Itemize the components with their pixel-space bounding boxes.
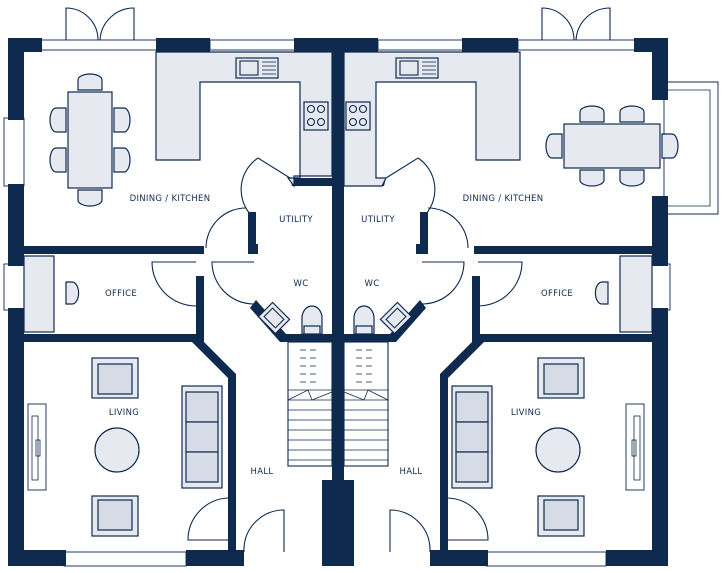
doors xyxy=(151,157,523,552)
left-dining-kitchen-label: DINING / KITCHEN xyxy=(130,194,211,204)
left-living-furniture xyxy=(31,357,223,537)
left-coffee-table xyxy=(94,427,140,473)
top-left-window xyxy=(39,39,159,51)
top-left-mid-window xyxy=(209,39,296,51)
right-wc-fixtures xyxy=(353,301,413,335)
windows xyxy=(3,39,719,567)
right-dining-kitchen-label: DINING / KITCHEN xyxy=(463,194,544,204)
left-dining-table xyxy=(49,73,131,207)
right-bay-window xyxy=(663,81,719,215)
left-office-desk xyxy=(23,255,80,333)
right-hob-icon xyxy=(345,101,371,131)
right-living-furniture xyxy=(451,357,641,537)
left-living-window xyxy=(27,403,47,491)
right-stairs xyxy=(343,341,389,467)
left-hall-label: HALL xyxy=(251,467,274,477)
right-wc-label: WC xyxy=(365,279,380,289)
left-tv-unit xyxy=(31,415,41,481)
right-tv-unit xyxy=(631,415,641,481)
room-labels: DINING / KITCHEN UTILITY WC OFFICE LIVIN… xyxy=(105,194,573,477)
right-kitchen-counter xyxy=(343,51,521,187)
left-office-label: OFFICE xyxy=(105,289,137,299)
french-doors xyxy=(65,7,611,41)
right-utility-label: UTILITY xyxy=(361,215,395,225)
left-wc-fixtures xyxy=(257,301,323,335)
right-living-label: LIVING xyxy=(511,408,541,418)
left-living-label: LIVING xyxy=(109,408,139,418)
right-office-window xyxy=(649,263,671,311)
bottom-left-window xyxy=(63,551,187,567)
right-dining-table xyxy=(545,105,679,187)
right-coffee-table xyxy=(535,427,581,473)
right-office-label: OFFICE xyxy=(541,289,573,299)
left-office-window xyxy=(3,263,25,311)
left-kitchen-counter xyxy=(155,51,333,188)
kitchen-units xyxy=(155,51,521,188)
right-sink-icon xyxy=(395,57,439,79)
top-right-window xyxy=(517,39,636,51)
left-wc-label: WC xyxy=(294,279,309,289)
left-utility-label: UTILITY xyxy=(279,215,313,225)
left-sink-icon xyxy=(235,57,279,79)
left-hob-icon xyxy=(303,101,329,131)
right-hall-label: HALL xyxy=(400,467,423,477)
bottom-right-window xyxy=(485,551,607,567)
top-right-mid-window xyxy=(377,39,464,51)
walls xyxy=(8,38,668,566)
right-office-desk xyxy=(594,255,653,333)
right-living-window xyxy=(625,403,645,491)
left-stairs xyxy=(287,341,333,467)
left-side-window xyxy=(3,117,25,187)
